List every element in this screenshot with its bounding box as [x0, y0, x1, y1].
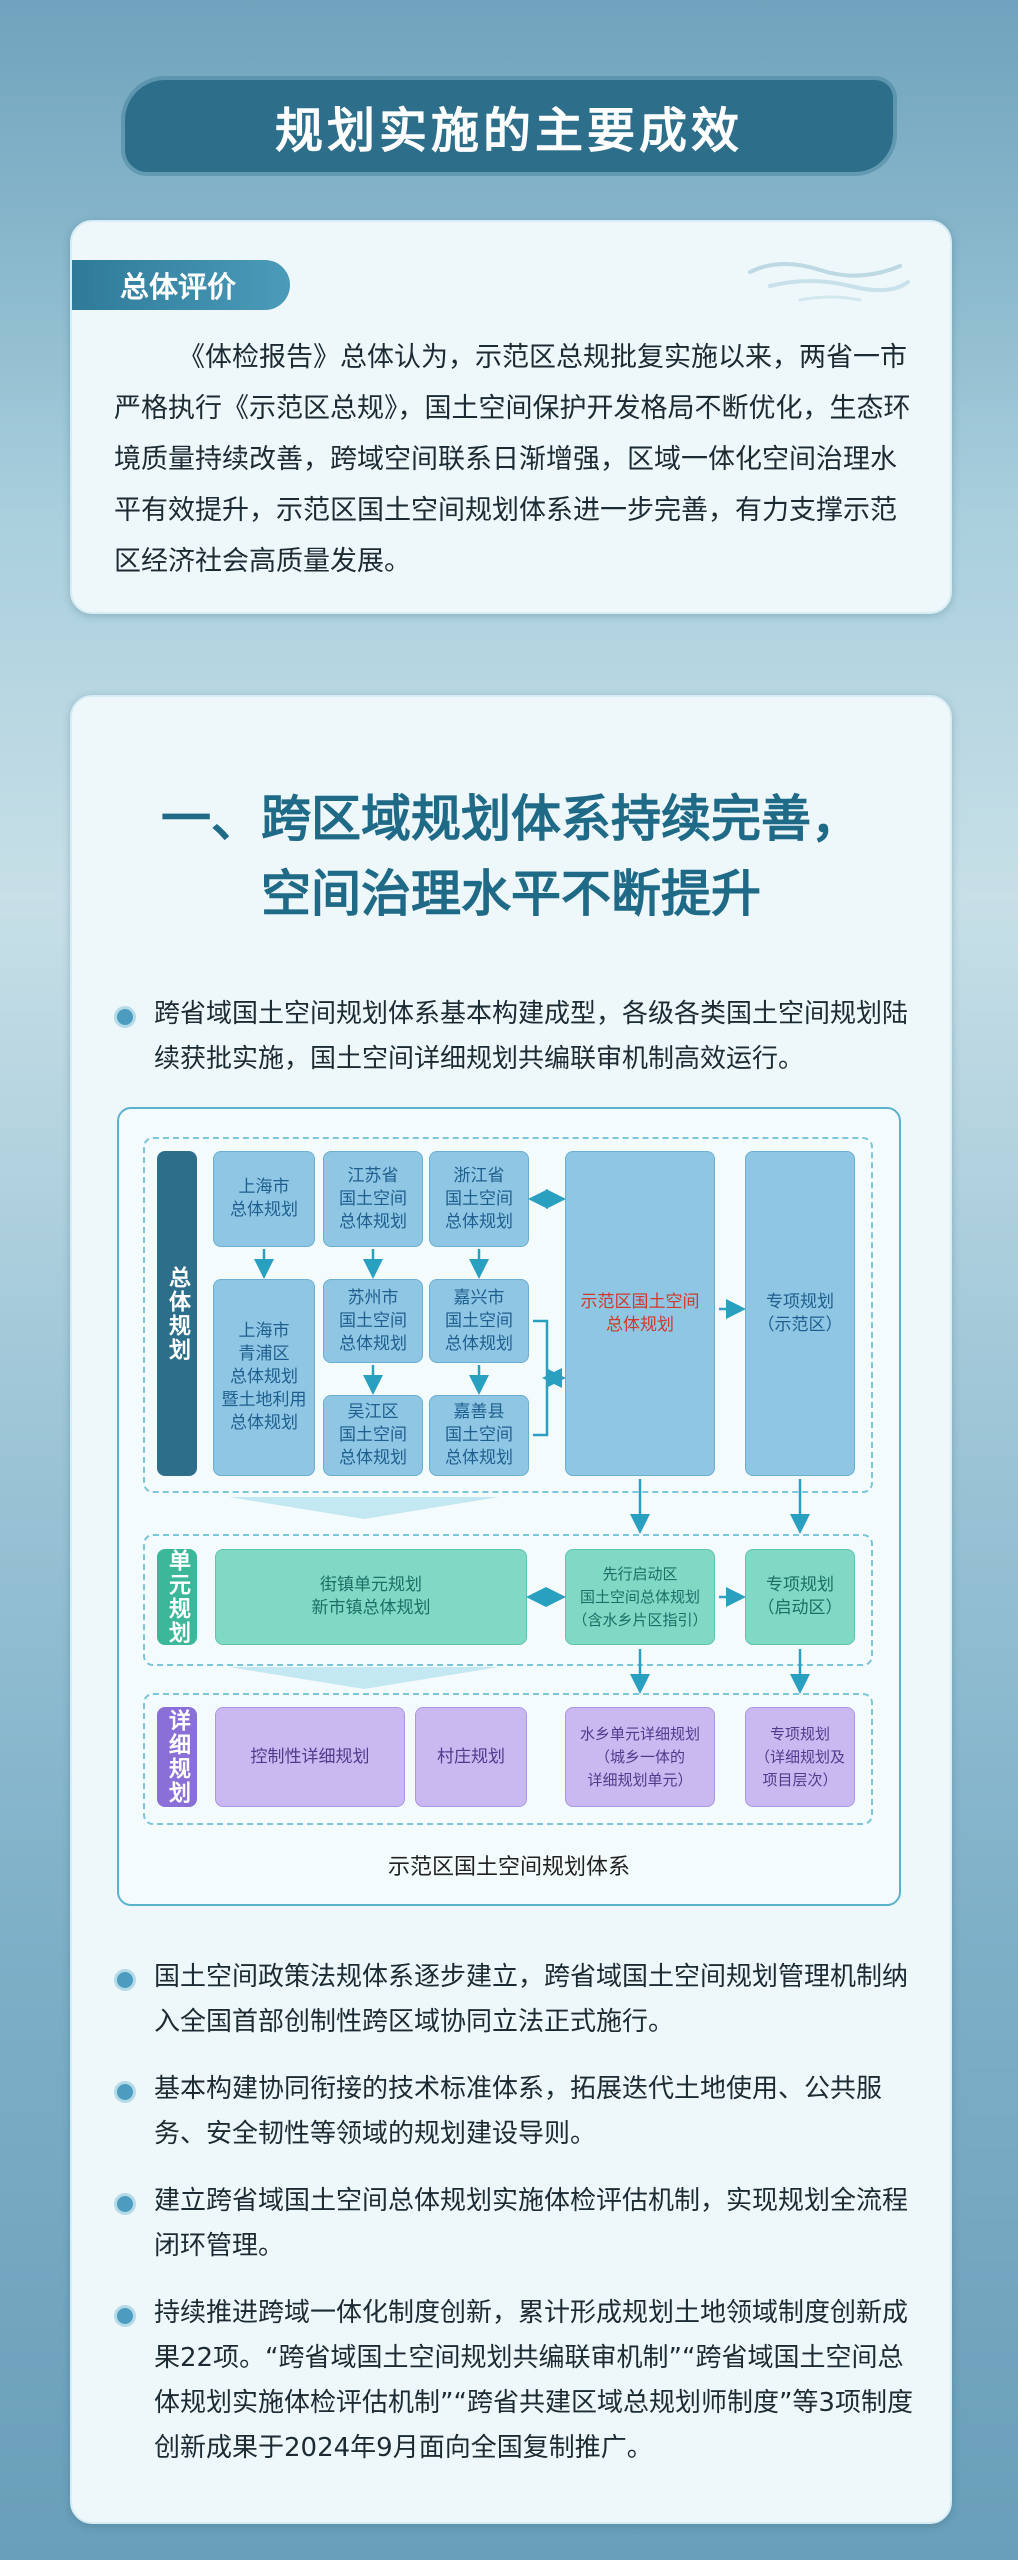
box-special-demo: 专项规划 （示范区）	[745, 1151, 855, 1476]
box-demo-master-plan: 示范区国土空间 总体规划	[565, 1151, 715, 1476]
bullet-text: 持续推进跨域一体化制度创新，累计形成规划土地领域制度创新成果22项。“跨省域国土…	[154, 2298, 913, 2463]
list-item: 建立跨省域国土空间总体规划实施体检评估机制，实现规划全流程闭环管理。	[114, 2179, 914, 2269]
bullet-dot-icon	[114, 2081, 136, 2103]
list-item: 基本构建协同衔接的技术标准体系，拓展迭代土地使用、公共服务、安全韧性等领域的规划…	[114, 2067, 914, 2157]
box-zhejiang: 浙江省 国土空间 总体规划	[429, 1151, 529, 1247]
bullet-dot-icon	[114, 2193, 136, 2215]
page-title-banner: 规划实施的主要成效	[125, 80, 893, 172]
box-jiangsu: 江苏省 国土空间 总体规划	[323, 1151, 423, 1247]
planning-system-diagram: 总体规划 单元规划 详细规划 上海市 总体规划 江苏省 国土空间 总体规划 浙江…	[117, 1107, 901, 1906]
box-control-detail: 控制性详细规划	[215, 1707, 405, 1807]
box-town-unit: 街镇单元规划 新市镇总体规划	[215, 1549, 527, 1645]
list-item: 持续推进跨域一体化制度创新，累计形成规划土地领域制度创新成果22项。“跨省域国土…	[114, 2291, 914, 2471]
box-pilot-zone: 先行启动区 国土空间总体规划 （含水乡片区指引）	[565, 1549, 715, 1645]
cloud-decoration-icon	[748, 261, 910, 302]
bullet-dot-icon	[114, 1969, 136, 1991]
box-suzhou: 苏州市 国土空间 总体规划	[323, 1279, 423, 1363]
overall-evaluation-card: 总体评价 《体检报告》总体认为，示范区总规批复实施以来，两省一市严格执行《示范区…	[70, 220, 952, 614]
bullet-text: 跨省域国土空间规划体系基本构建成型，各级各类国土空间规划陆续获批实施，国土空间详…	[154, 999, 909, 1074]
bullet-text: 国土空间政策法规体系逐步建立，跨省域国土空间规划管理机制纳入全国首部创制性跨区域…	[154, 1962, 909, 2037]
overall-evaluation-tag-label: 总体评价	[120, 270, 237, 304]
diagram-caption: 示范区国土空间规划体系	[387, 1855, 630, 1880]
box-jiaxing: 嘉兴市 国土空间 总体规划	[429, 1279, 529, 1363]
level-label-detail: 详细规划	[157, 1707, 197, 1807]
bullet-text: 基本构建协同衔接的技术标准体系，拓展迭代土地使用、公共服务、安全韧性等领域的规划…	[154, 2074, 883, 2149]
box-wujiang: 吴江区 国土空间 总体规划	[323, 1395, 423, 1476]
section1-title-line1: 一、跨区域规划体系持续完善，	[161, 790, 861, 848]
level-label-unit: 单元规划	[157, 1549, 197, 1645]
box-village: 村庄规划	[415, 1707, 527, 1807]
section1-title-line2: 空间治理水平不断提升	[261, 865, 761, 923]
bullet-dot-icon	[114, 1006, 136, 1028]
box-special-project: 专项规划 （详细规划及 项目层次）	[745, 1707, 855, 1807]
level-label-overall: 总体规划	[157, 1151, 197, 1476]
box-shanghai: 上海市 总体规划	[213, 1151, 315, 1247]
box-qingpu: 上海市 青浦区 总体规划 暨土地利用 总体规划	[213, 1279, 315, 1476]
list-item: 国土空间政策法规体系逐步建立，跨省域国土空间规划管理机制纳入全国首部创制性跨区域…	[114, 1955, 914, 2045]
section1-title: 一、跨区域规划体系持续完善， 空间治理水平不断提升	[72, 782, 950, 932]
box-special-pilot: 专项规划 （启动区）	[745, 1549, 855, 1645]
unit-zone	[143, 1534, 873, 1666]
section1-card: 一、跨区域规划体系持续完善， 空间治理水平不断提升 跨省域国土空间规划体系基本构…	[70, 695, 952, 2524]
overall-evaluation-text: 《体检报告》总体认为，示范区总规批复实施以来，两省一市严格执行《示范区总规》，国…	[114, 342, 911, 577]
page-title: 规划实施的主要成效	[274, 103, 743, 159]
overall-zone	[143, 1137, 873, 1493]
box-water-unit: 水乡单元详细规划 （城乡一体的 详细规划单元）	[565, 1707, 715, 1807]
overall-evaluation-tag: 总体评价	[72, 260, 290, 310]
bullet-dot-icon	[114, 2305, 136, 2327]
diagram-arrows	[229, 1189, 810, 1694]
detail-zone	[143, 1693, 873, 1825]
list-item: 跨省域国土空间规划体系基本构建成型，各级各类国土空间规划陆续获批实施，国土空间详…	[114, 992, 914, 1082]
bullet-text: 建立跨省域国土空间总体规划实施体检评估机制，实现规划全流程闭环管理。	[154, 2186, 909, 2261]
box-jiashan: 嘉善县 国土空间 总体规划	[429, 1395, 529, 1476]
